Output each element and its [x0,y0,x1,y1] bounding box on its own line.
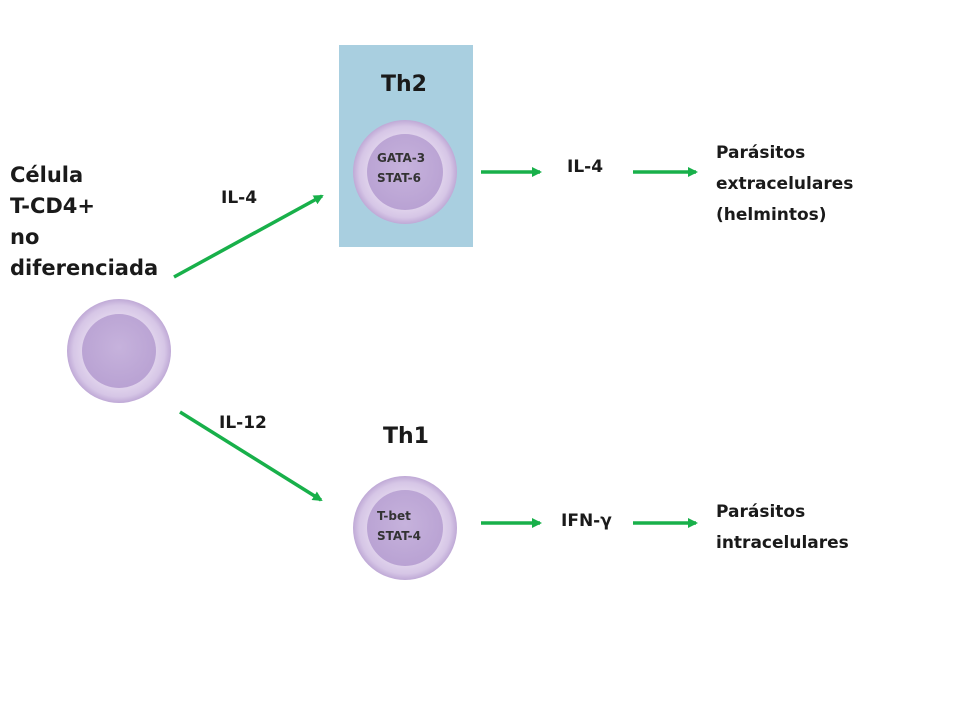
th2-markers: GATA-3 STAT-6 [377,148,425,188]
th2-marker: GATA-3 [377,151,426,165]
th2-marker: STAT-6 [377,171,422,185]
th1-markers: T-bet STAT-4 [377,506,421,546]
naive-cell-label-line: Célula [10,163,84,187]
arrow-naive-to-th2 [173,194,324,279]
th2-cell [353,120,457,224]
th1-target-line: Parásitos [716,502,806,522]
th1-cell [353,476,457,580]
naive-cell-label-line: diferenciada [10,256,159,280]
naive-cell-label: Célula T-CD4+ no diferenciada [10,160,158,284]
th2-output-cytokine: IL-4 [567,157,604,177]
th1-target-label: Parásitos intracelulares [716,497,849,559]
th1-input-cytokine: IL-12 [219,413,267,433]
th1-marker: T-bet [377,509,411,523]
th1-title: Th1 [383,424,429,449]
th2-target-line: Parásitos [716,143,806,163]
th1-marker: STAT-4 [377,529,422,543]
th2-target-label: Parásitos extracelulares (helmintos) [716,138,853,231]
th1-target-line: intracelulares [716,533,849,553]
naive-cell-label-line: T-CD4+ [10,194,96,218]
naive-cell-label-line: no [10,225,40,249]
arrow-naive-to-th1 [179,410,323,502]
th2-target-line: (helmintos) [716,205,827,225]
th2-target-line: extracelulares [716,174,854,194]
th2-title: Th2 [381,72,427,97]
th2-input-cytokine: IL-4 [221,188,258,208]
naive-cell [67,299,171,403]
th1-output-cytokine: IFN-γ [561,511,612,531]
